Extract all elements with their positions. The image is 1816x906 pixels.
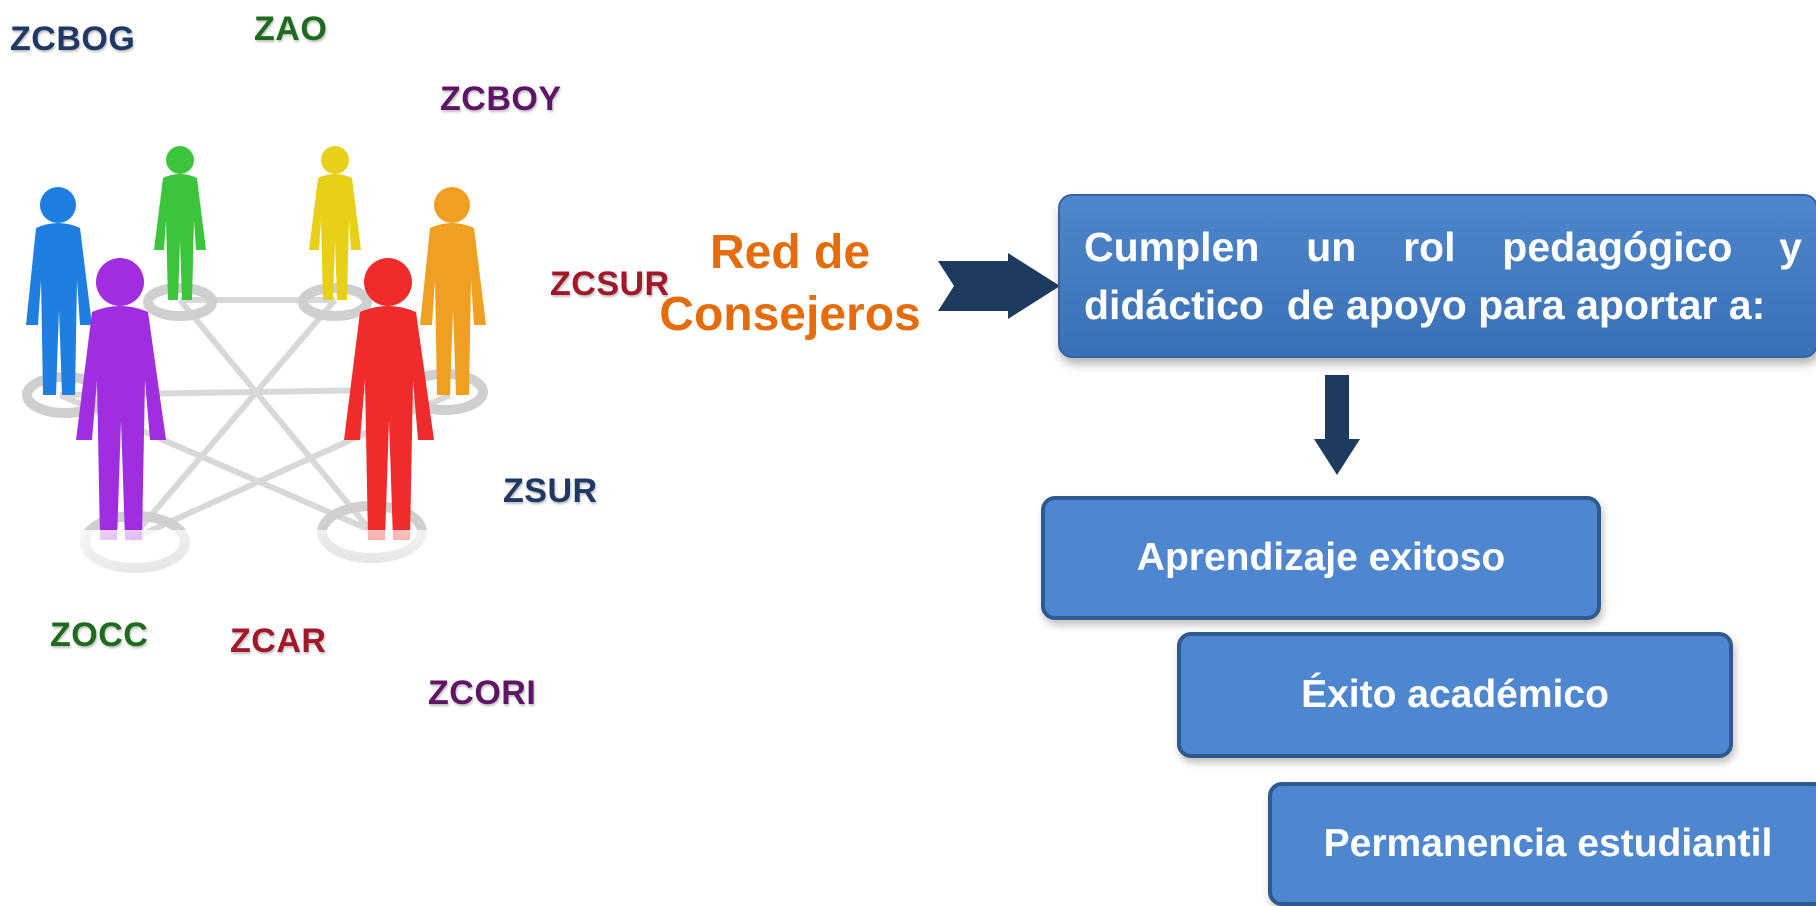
arrow-down-icon <box>1314 375 1360 475</box>
network-title-line1: Red de <box>709 226 871 279</box>
outcome-label: Éxito académico <box>1301 673 1609 716</box>
role-description-box: Cumplen un rol pedagógico y didáctico de… <box>1058 194 1816 358</box>
zone-label-zocc: ZOCC <box>50 616 149 654</box>
zone-label-zsur: ZSUR <box>503 472 598 510</box>
person-blue-icon <box>26 187 92 395</box>
outcome-box-aprendizaje: Aprendizaje exitoso <box>1041 496 1601 620</box>
person-yellow-icon <box>309 146 361 300</box>
arrow-right-icon <box>938 253 1060 319</box>
network-title-line2: Consejeros <box>659 288 921 341</box>
outcome-label: Aprendizaje exitoso <box>1136 536 1506 579</box>
zone-label-zao: ZAO <box>254 10 328 48</box>
role-word-3: rol <box>1403 224 1456 270</box>
role-description-line1: Cumplen un rol pedagógico y <box>1084 218 1802 276</box>
role-word-5: y <box>1779 224 1802 270</box>
outcome-box-exito: Éxito académico <box>1177 632 1733 758</box>
network-title: Red de Consejeros <box>640 222 940 346</box>
role-word-1: Cumplen <box>1084 224 1260 270</box>
role-description-line2: didáctico de apoyo para aportar a: <box>1084 282 1766 328</box>
zone-label-zcsur: ZCSUR <box>550 265 670 303</box>
person-green-icon <box>154 146 206 300</box>
person-purple-icon <box>76 258 166 540</box>
role-word-4: pedagógico <box>1502 224 1733 270</box>
zone-label-zcboy: ZCBOY <box>440 80 562 118</box>
role-word-2: un <box>1306 224 1357 270</box>
zone-label-zcar: ZCAR <box>230 622 327 660</box>
outcome-box-permanencia: Permanencia estudiantil <box>1268 782 1816 906</box>
person-orange-icon <box>420 187 486 395</box>
outcome-label: Permanencia estudiantil <box>1323 822 1773 865</box>
zone-label-zcori: ZCORI <box>428 674 537 712</box>
zone-label-zcbog: ZCBOG <box>10 20 136 58</box>
people-network-illustration <box>0 146 560 750</box>
person-red-icon <box>344 258 434 540</box>
